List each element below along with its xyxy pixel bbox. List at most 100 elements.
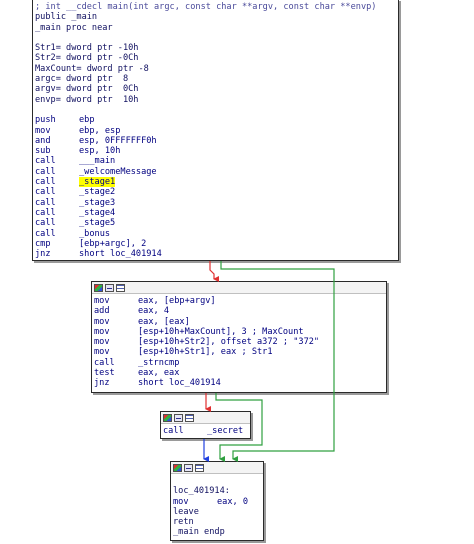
asm-operands: ebp, esp	[79, 125, 121, 136]
graph-icon[interactable]	[105, 283, 114, 292]
asm-operands: esp, 10h	[79, 146, 121, 157]
asm-line[interactable]: argv= dword ptr 0Ch	[35, 84, 139, 95]
asm-line[interactable]: call_stage3	[35, 198, 396, 208]
asm-operands: _strncmp	[138, 357, 180, 368]
grid-icon[interactable]	[195, 463, 204, 472]
asm-operands: eax, 0	[217, 496, 249, 507]
asm-mnemonic: mov	[35, 125, 51, 136]
strncmp-block[interactable]: mov eax, [ebp+argv] add eax, 4 mov eax, [eax]…	[91, 281, 387, 393]
asm-mnemonic: jnz	[35, 249, 51, 260]
secret-block-code: call_secret	[163, 426, 248, 436]
palette-icon[interactable]	[173, 463, 182, 472]
graph-icon[interactable]	[184, 463, 193, 472]
secret-block[interactable]: call_secret	[160, 411, 251, 439]
asm-operands: [esp+10h+Str1], eax ; Str1	[138, 347, 273, 358]
asm-line[interactable]: ; int __cdecl main(int argc, const char …	[35, 2, 377, 12]
asm-line[interactable]: add eax, 4	[94, 306, 384, 316]
asm-mnemonic: add	[94, 306, 110, 317]
asm-line[interactable]: jnz short loc_401914	[35, 249, 396, 259]
asm-mnemonic: and	[35, 135, 51, 146]
edge-main-to-strncmp	[209, 261, 219, 282]
asm-operands: _secret	[207, 426, 244, 436]
main-block-code: ; int __cdecl main(int argc, const char …	[35, 2, 396, 259]
asm-line[interactable]: sub esp, 10h	[35, 146, 396, 156]
asm-line[interactable]: call_stage2	[35, 187, 396, 197]
asm-operands: short loc_401914	[79, 249, 162, 260]
asm-line[interactable]: call _stage5	[35, 218, 396, 228]
asm-line[interactable]: argc= dword ptr 8	[35, 74, 129, 85]
asm-mnemonic: call	[35, 156, 56, 167]
asm-line[interactable]: leave	[173, 506, 199, 517]
grid-icon[interactable]	[116, 283, 125, 292]
asm-line[interactable]: call _welcomeMessage	[35, 167, 396, 177]
asm-line[interactable]: envp= dword ptr 10h	[35, 94, 139, 105]
asm-operands: eax, 4	[138, 306, 170, 317]
asm-operands: [esp+10h+MaxCount], 3 ; MaxCount	[138, 326, 304, 337]
asm-line[interactable]: and esp, 0FFFFFFF0h	[35, 136, 396, 146]
asm-line[interactable]: mov ebp, esp	[35, 126, 396, 136]
asm-operands: _welcomeMessage	[79, 166, 157, 177]
asm-operands: [ebp+argc], 2	[79, 238, 147, 249]
asm-operands: eax, [eax]	[138, 316, 190, 327]
asm-mnemonic: call	[35, 187, 56, 198]
main-function-block[interactable]: ; int __cdecl main(int argc, const char …	[32, 0, 399, 261]
asm-mnemonic: mov	[94, 337, 110, 348]
palette-icon[interactable]	[163, 413, 172, 422]
asm-line[interactable]: _main proc near	[35, 22, 113, 33]
asm-line[interactable]: call _strncmp	[94, 358, 384, 368]
asm-operands: _stage4	[79, 207, 116, 218]
asm-operands: ___main	[79, 156, 116, 167]
block-toolbar	[92, 282, 386, 294]
grid-icon[interactable]	[185, 413, 194, 422]
asm-mnemonic: call	[35, 218, 56, 229]
asm-line[interactable]: Str2= dword ptr -0Ch	[35, 53, 139, 64]
asm-line[interactable]: mov [esp+10h+MaxCount], 3 ; MaxCount	[94, 327, 384, 337]
asm-line[interactable]: call_secret	[163, 426, 248, 436]
graph-icon[interactable]	[174, 413, 183, 422]
asm-line[interactable]: mov eax, [eax]	[94, 317, 384, 327]
edge-main-to-exit	[220, 261, 335, 462]
asm-line[interactable]: call_stage1	[35, 177, 396, 188]
asm-mnemonic: call	[94, 357, 115, 368]
strncmp-block-code: mov eax, [ebp+argv] add eax, 4 mov eax, [eax]…	[94, 296, 384, 389]
asm-line[interactable]: call_stage4	[35, 208, 396, 218]
asm-line[interactable]: MaxCount= dword ptr -8	[35, 63, 149, 74]
asm-line[interactable]: public _main	[35, 12, 98, 23]
asm-line[interactable]: mov eax, [ebp+argv]	[94, 296, 384, 306]
asm-mnemonic: mov	[94, 296, 110, 306]
asm-mnemonic: call	[35, 166, 56, 177]
asm-line[interactable]: mov [esp+10h+Str2], offset a372 ; "372"	[94, 337, 384, 347]
asm-operands: _bonus	[79, 228, 111, 239]
asm-mnemonic: cmp	[35, 238, 51, 249]
block-toolbar	[171, 462, 263, 474]
palette-icon[interactable]	[94, 283, 103, 292]
block-toolbar	[161, 412, 250, 424]
asm-mnemonic: call	[35, 197, 56, 208]
asm-mnemonic: mov	[94, 326, 110, 337]
asm-mnemonic: call	[35, 228, 56, 239]
asm-line[interactable]: mov[esp+10h+Str1], eax ; Str1	[94, 347, 384, 357]
asm-operands: eax, [ebp+argv]	[138, 296, 216, 306]
asm-operands: ebp	[79, 115, 95, 126]
asm-operands: [esp+10h+Str2], offset a372 ; "372"	[138, 337, 320, 348]
asm-mnemonic: sub	[35, 146, 51, 157]
asm-operands: esp, 0FFFFFFF0h	[79, 135, 157, 146]
asm-line[interactable]: _main endp	[173, 527, 225, 538]
highlighted-symbol[interactable]: _stage1	[79, 177, 116, 188]
asm-line[interactable]: Str1= dword ptr -10h	[35, 43, 139, 54]
asm-line[interactable]: call ___main	[35, 156, 396, 166]
asm-operands: short loc_401914	[138, 378, 221, 389]
asm-line[interactable]: call _bonus	[35, 229, 396, 239]
asm-line[interactable]: loc_401914:	[173, 486, 230, 497]
asm-mnemonic: test	[94, 368, 115, 379]
asm-line[interactable]: retn	[173, 517, 194, 528]
asm-line[interactable]: cmp [ebp+argc], 2	[35, 239, 396, 249]
asm-operands: _stage5	[79, 218, 116, 229]
asm-mnemonic: mov	[94, 316, 110, 327]
